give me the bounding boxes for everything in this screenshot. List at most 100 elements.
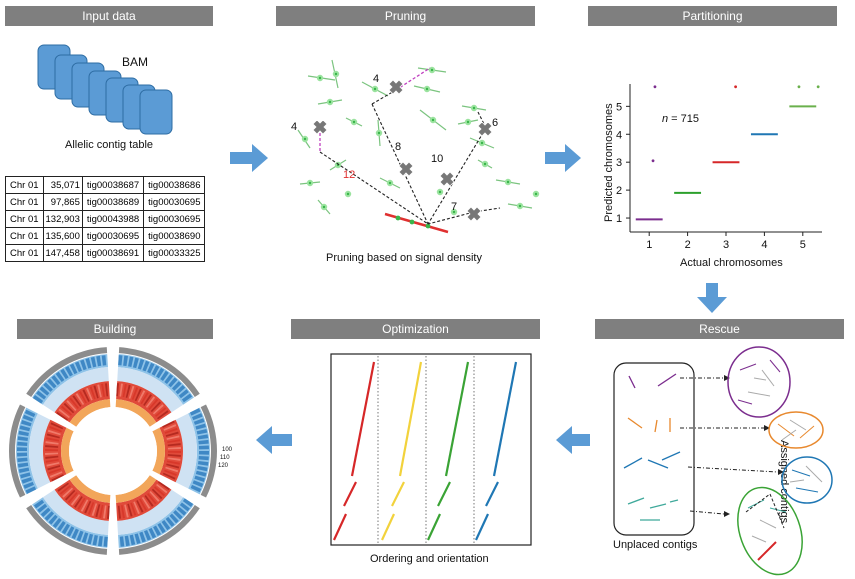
heatmap-cell	[117, 505, 122, 519]
edge-label: 4	[373, 73, 379, 85]
gc-bar	[181, 393, 193, 403]
x-tick-label: 4	[761, 239, 767, 251]
gc-bar	[19, 425, 31, 432]
gc-bar	[147, 362, 155, 374]
heatmap-cell	[162, 472, 176, 480]
gc-bar	[32, 395, 44, 404]
left-arrow-icon	[556, 426, 590, 454]
gc-bar	[197, 460, 209, 466]
unplaced-contigs-label: Unplaced contigs	[613, 539, 698, 551]
heatmap-cell	[137, 390, 146, 403]
gc-bar	[61, 523, 70, 535]
gc-bar	[197, 465, 208, 472]
gc-bar	[37, 503, 48, 513]
scale-tick: 100	[222, 447, 233, 453]
heatmap-cell	[149, 491, 160, 502]
heatmap-cell	[48, 468, 62, 475]
gc-bar	[66, 526, 75, 537]
gc-bar	[142, 360, 150, 372]
gc-bar	[103, 536, 108, 547]
inner-track	[152, 427, 165, 475]
heatmap-cell	[165, 431, 179, 437]
blue-cluster	[781, 456, 833, 504]
heatmap-cell	[164, 427, 178, 434]
chart-annotation: n = 715	[662, 113, 699, 125]
edge-label-highlight: 12	[343, 169, 355, 181]
heatmap-cell	[79, 391, 87, 404]
heatmap-cell	[84, 500, 92, 514]
heatmap-cell	[157, 410, 169, 420]
partitioning-header: Partitioning	[588, 6, 837, 26]
edge-label: 8	[395, 141, 401, 153]
gc-bar	[173, 510, 183, 520]
gc-bar	[44, 511, 55, 521]
x-tick-label: 5	[800, 239, 806, 251]
inner-track	[115, 399, 157, 427]
density-track	[175, 413, 197, 489]
allelic-table-title: Allelic contig table	[65, 139, 154, 151]
heatmap-cell	[122, 384, 127, 398]
gc-bar	[194, 475, 205, 482]
cross-icon	[466, 206, 482, 222]
gc-bar	[92, 535, 98, 546]
heatmap-cell	[148, 398, 159, 410]
heatmap-cell	[45, 452, 59, 455]
y-axis-label: Predicted chromosomes	[603, 103, 615, 222]
gc-bar	[176, 506, 187, 516]
chart-point	[734, 85, 737, 89]
gc-bar	[17, 452, 28, 457]
optimization-header: Optimization	[291, 319, 540, 339]
heatmap-cell	[166, 463, 180, 469]
gc-bar	[119, 536, 125, 547]
heatmap-cell	[154, 486, 166, 497]
orange-cluster	[768, 411, 824, 449]
heatmap-cell	[163, 424, 177, 431]
gc-bar	[157, 522, 166, 534]
heatmap-track	[54, 479, 110, 521]
table-row: Chr 01 147,458 tig00038691 tig00033325	[5, 244, 206, 262]
density-track	[42, 489, 109, 535]
gc-bar	[143, 529, 152, 541]
gc-bar	[17, 441, 28, 447]
heatmap-cell	[166, 460, 180, 465]
heatmap-cell	[63, 402, 75, 414]
heatmap-cell	[45, 449, 59, 451]
gc-bar	[189, 408, 201, 416]
gc-bar	[195, 470, 207, 477]
heatmap-cell	[139, 498, 147, 511]
gc-bar	[169, 513, 179, 524]
heatmap-cell	[150, 401, 162, 413]
gc-bar	[139, 531, 146, 543]
gc-bar	[57, 520, 66, 532]
heatmap-cell	[167, 457, 181, 461]
heatmap-cell	[45, 445, 59, 448]
chromosome-band	[26, 505, 108, 555]
y-tick-label: 3	[616, 157, 622, 169]
gc-bar	[175, 385, 186, 395]
gc-bar	[21, 420, 32, 427]
building-header: Building	[17, 319, 213, 339]
heatmap-cell	[124, 504, 129, 518]
gc-bar	[160, 370, 169, 382]
heatmap-cell	[74, 496, 83, 508]
table-cell: tig00033325	[143, 244, 206, 262]
chart-point	[651, 159, 655, 163]
heatmap-cell	[66, 400, 77, 411]
heatmap-cell	[133, 501, 140, 515]
gc-bar	[101, 355, 107, 366]
heatmap-cell	[49, 471, 63, 478]
gc-bar	[197, 434, 209, 440]
gc-bar	[182, 498, 194, 507]
gc-bar	[137, 359, 145, 370]
gc-bar	[178, 389, 189, 399]
right-arrow-icon	[545, 144, 581, 172]
heatmap-cell	[147, 493, 157, 505]
gc-bar	[198, 439, 209, 445]
y-tick-label: 5	[616, 101, 622, 113]
gc-track	[118, 354, 194, 405]
heatmap-cell	[167, 447, 181, 450]
heatmap-cell	[45, 458, 59, 463]
circos-plot	[8, 347, 218, 555]
heatmap-track	[116, 381, 172, 423]
heatmap-cell	[67, 492, 78, 504]
